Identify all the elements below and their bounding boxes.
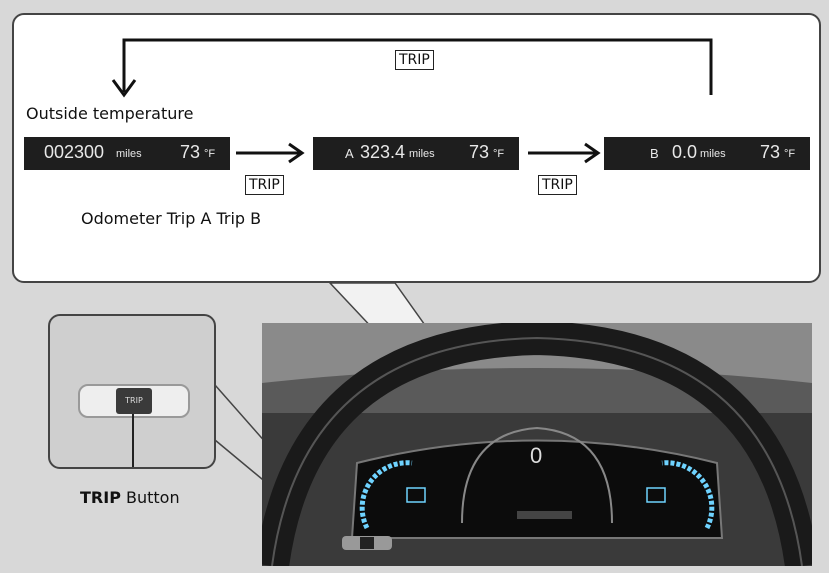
instrument-cluster-photo: 0	[262, 323, 812, 566]
trip-b-temp-unit: °F	[784, 148, 796, 160]
odometer-temp: 73	[180, 142, 201, 162]
odometer-display: 002300 miles 73 °F	[24, 137, 230, 170]
trip-b-display: B 0.0 miles 73 °F	[604, 137, 810, 170]
trip-a-temp: 73	[469, 142, 490, 162]
arrow-trip-label-1: TRIP	[245, 175, 284, 195]
trip-a-unit: miles	[409, 148, 435, 160]
trip-a-prefix: A	[345, 146, 354, 161]
trip-b-unit: miles	[700, 148, 726, 160]
arrow-trip-label-2: TRIP	[538, 175, 577, 195]
cluster-speed: 0	[530, 443, 542, 468]
trip-button-caption: TRIP Button	[80, 488, 180, 507]
top-trip-label: TRIP	[395, 50, 434, 70]
trip-a-display: A 323.4 miles 73 °F	[313, 137, 519, 170]
trip-a-value: 323.4	[360, 142, 406, 162]
odometer-value: 002300	[44, 142, 105, 162]
display-caption: Odometer Trip A Trip B	[81, 209, 262, 228]
odometer-temp-unit: °F	[204, 148, 216, 160]
odometer-unit: miles	[116, 148, 142, 160]
trip-b-value: 0.0	[672, 142, 698, 162]
outside-temperature-label: Outside temperature	[26, 104, 194, 123]
trip-a-temp-unit: °F	[493, 148, 505, 160]
cluster-illustration: 0	[262, 323, 812, 566]
trip-button-caption-rest: Button	[120, 488, 180, 507]
trip-b-prefix: B	[650, 146, 659, 161]
loop-arrow	[111, 38, 713, 164]
trip-button-leader	[132, 414, 134, 467]
trip-button-caption-bold: TRIP	[80, 488, 121, 507]
trip-button[interactable]: TRIP	[116, 388, 152, 414]
trip-b-temp: 73	[760, 142, 781, 162]
trip-button-inset: TRIP	[48, 314, 216, 469]
